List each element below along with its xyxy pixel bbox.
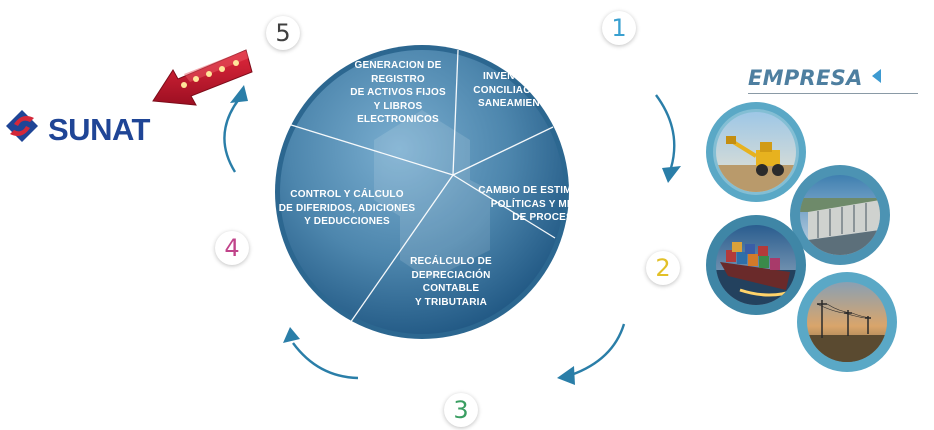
empresa-underline (748, 93, 918, 94)
segment-generacion-label: GENERACION DE REGISTRO DE ACTIVOS FIJOS … (350, 60, 446, 125)
wheel-dividers (287, 49, 556, 324)
step-2: 2 (646, 251, 680, 285)
sunat-logo-icon (6, 110, 38, 142)
arrowheads (230, 85, 681, 385)
cargo-ship-photo (716, 225, 796, 305)
excavator-photo (716, 112, 796, 192)
photo-cluster (706, 102, 897, 372)
cycle-arrows (223, 94, 676, 380)
step-3: 3 (444, 393, 478, 427)
segment-inventario-label: INVENTARIO, CONCILIACION Y SANEAMIENTO (473, 71, 559, 109)
step-1: 1 (602, 11, 636, 45)
empresa-title: EMPRESA (748, 66, 863, 90)
dam-photo (800, 175, 880, 255)
process-wheel (280, 50, 564, 334)
segment-recalculo-label: RECÁLCULO DE DEPRECIACIÓN CONTABLE Y TRI… (410, 256, 492, 308)
step-5: 5 (266, 16, 300, 50)
segment-control-label: CONTROL Y CÁLCULO DE DIFERIDOS, ADICIONE… (278, 189, 416, 227)
sunat-logo: SUNAT (4, 108, 174, 152)
wheel-watermark-icon (374, 110, 490, 280)
red-arrow-banner (152, 49, 253, 106)
segment-cambio-label: CAMBIO DE ESTIMACIONES, POLÍTICAS Y MEJO… (478, 185, 622, 223)
sunat-logo-text: SUNAT (48, 112, 150, 147)
step-4: 4 (215, 231, 249, 265)
empresa-arrow-icon (872, 69, 881, 83)
